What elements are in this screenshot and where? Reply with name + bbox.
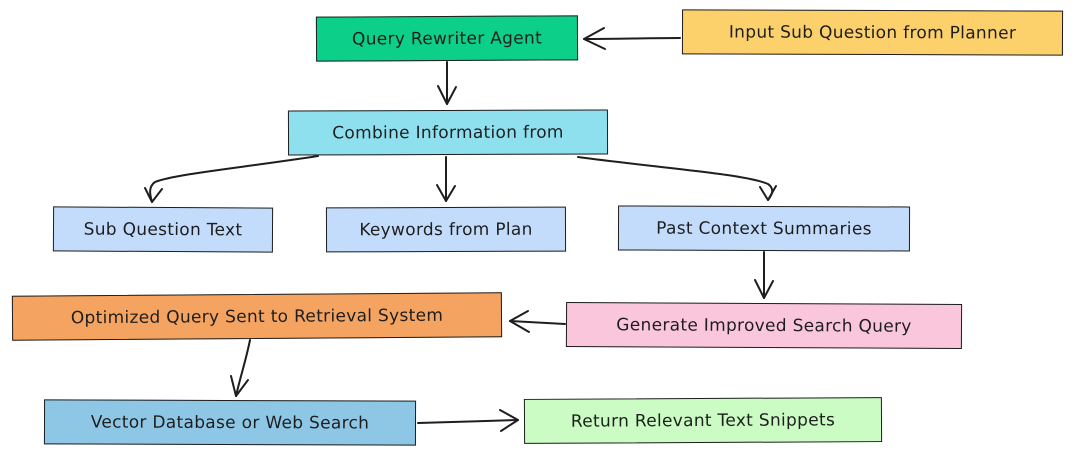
arrow-rewriter-to-combine [437, 61, 457, 105]
vector-database-node: Vector Database or Web Search [43, 399, 417, 446]
return-snippets-label: Return Relevant Text Snippets [570, 409, 836, 432]
return-snippets-node: Return Relevant Text Snippets [523, 397, 883, 444]
vector-database-label: Vector Database or Web Search [90, 412, 370, 433]
arrow-combine-to-keywords [436, 156, 456, 202]
input-sub-question-label: Input Sub Question from Planner [728, 21, 1017, 44]
keywords-from-plan-label: Keywords from Plan [359, 219, 533, 240]
sub-question-text-node: Sub Question Text [52, 206, 274, 253]
arrow-combine-to-past [577, 156, 777, 201]
keywords-from-plan-node: Keywords from Plan [325, 206, 567, 253]
past-context-summaries-label: Past Context Summaries [656, 218, 872, 239]
input-sub-question-node: Input Sub Question from Planner [681, 9, 1064, 56]
past-context-summaries-node: Past Context Summaries [617, 205, 911, 252]
query-rewriter-agent-node: Query Rewriter Agent [315, 15, 579, 62]
arrow-optimized-to-vector [230, 339, 251, 397]
optimized-query-label: Optimized Query Sent to Retrieval System [70, 305, 444, 328]
query-rewriter-agent-label: Query Rewriter Agent [351, 28, 543, 49]
generate-improved-query-label: Generate Improved Search Query [616, 314, 912, 337]
arrow-generate-to-optimized [509, 310, 566, 333]
combine-information-node: Combine Information from [287, 109, 609, 156]
optimized-query-node: Optimized Query Sent to Retrieval System [11, 292, 503, 341]
sub-question-text-label: Sub Question Text [83, 219, 243, 240]
arrow-past-to-generate [754, 251, 774, 299]
arrow-vector-to-return [417, 409, 519, 432]
arrow-input-to-rewriter [583, 27, 681, 50]
arrow-combine-to-subq [144, 155, 319, 203]
combine-information-label: Combine Information from [332, 122, 564, 143]
generate-improved-query-node: Generate Improved Search Query [565, 301, 963, 350]
